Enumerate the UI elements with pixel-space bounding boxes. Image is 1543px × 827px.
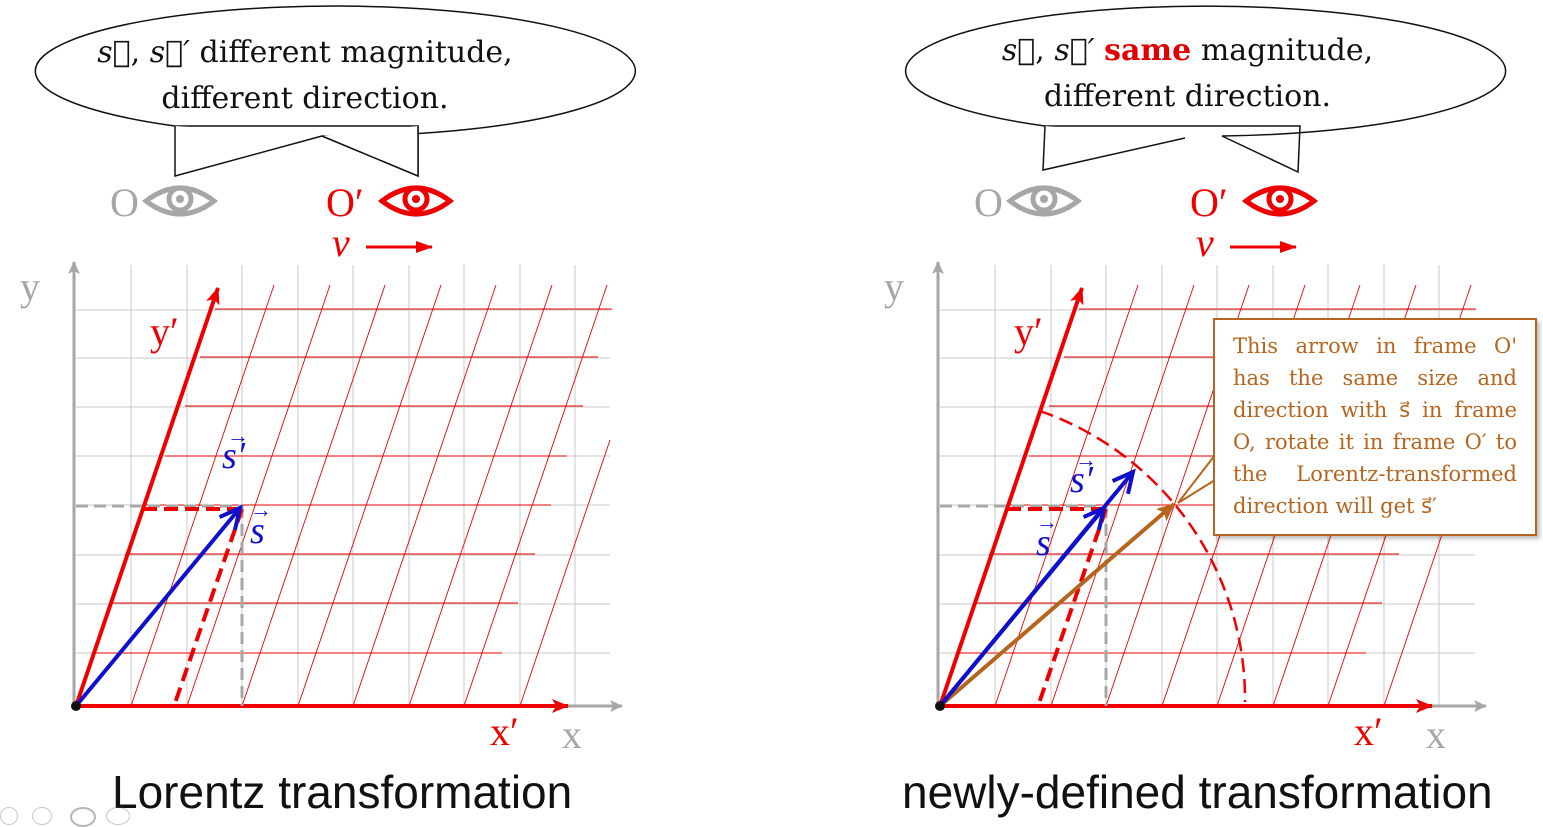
observer-o-left: O (110, 180, 139, 225)
axis-x-prime-right: x′ (1354, 709, 1383, 754)
svg-text:→: → (1036, 509, 1058, 534)
vector-s-prime-label-left: s′ (222, 435, 246, 477)
speech-bubble-right (904, 5, 1507, 174)
caption-left: Lorentz transformation (112, 766, 573, 818)
observer-o-prime-right: O′ (1190, 180, 1228, 225)
observer-o-prime-left: O′ (326, 180, 364, 225)
velocity-right: v (1196, 220, 1214, 265)
vector-s-label-right: s (1036, 522, 1051, 564)
svg-text:→: → (250, 497, 272, 522)
callout-text: This arrow in frame O' has the same size… (1233, 334, 1517, 518)
slide-toolbar[interactable] (0, 805, 140, 827)
eye-icon-red (377, 185, 455, 217)
svg-text:→: → (1075, 447, 1097, 472)
caption-right: newly-defined transformation (902, 766, 1493, 818)
bubble-text-left: s⃗, s⃗′ different magnitude, different d… (97, 35, 513, 116)
observer-o-right: O (974, 180, 1003, 225)
eye-icon-gray (1005, 185, 1083, 217)
eye-icon-gray (141, 185, 219, 217)
axis-x-left: x (562, 712, 582, 757)
same-highlight: same (1104, 33, 1192, 68)
origin-dot-right (935, 701, 945, 711)
left-panel (34, 5, 637, 713)
origin-dot-left (71, 701, 81, 711)
vector-s-left (74, 508, 240, 708)
axis-x-right: x (1426, 712, 1446, 757)
velocity-left: v (332, 220, 350, 265)
axis-y-prime-right: y′ (1014, 309, 1043, 354)
vector-s-prime-right (938, 472, 1133, 708)
toolbar-icon[interactable] (32, 807, 52, 825)
axis-y-prime-left: y′ (150, 309, 179, 354)
vector-s-label-left: s (250, 510, 265, 552)
speech-bubble-left (34, 5, 637, 178)
vector-brown (938, 502, 1176, 708)
bubble-text-right: s⃗, s⃗′ same magnitude, different direct… (1001, 33, 1374, 114)
axis-y-left: y (20, 264, 40, 309)
axis-x-prime-left: x′ (490, 709, 519, 754)
camera-icon[interactable] (70, 807, 96, 827)
vector-s-prime-label-right: s′ (1070, 459, 1094, 501)
callout-box: This arrow in frame O' has the same size… (1213, 318, 1537, 536)
axis-y-right: y (884, 264, 904, 309)
more-icon[interactable] (106, 807, 130, 825)
y-prime-axis-right (938, 287, 1084, 707)
rotation-arc (1039, 409, 1247, 703)
svg-text:→: → (227, 423, 249, 448)
primed-grid-left (95, 284, 612, 707)
eye-icon-red (1241, 185, 1319, 217)
toolbar-icon[interactable] (0, 807, 18, 825)
y-prime-axis-left (74, 287, 220, 707)
